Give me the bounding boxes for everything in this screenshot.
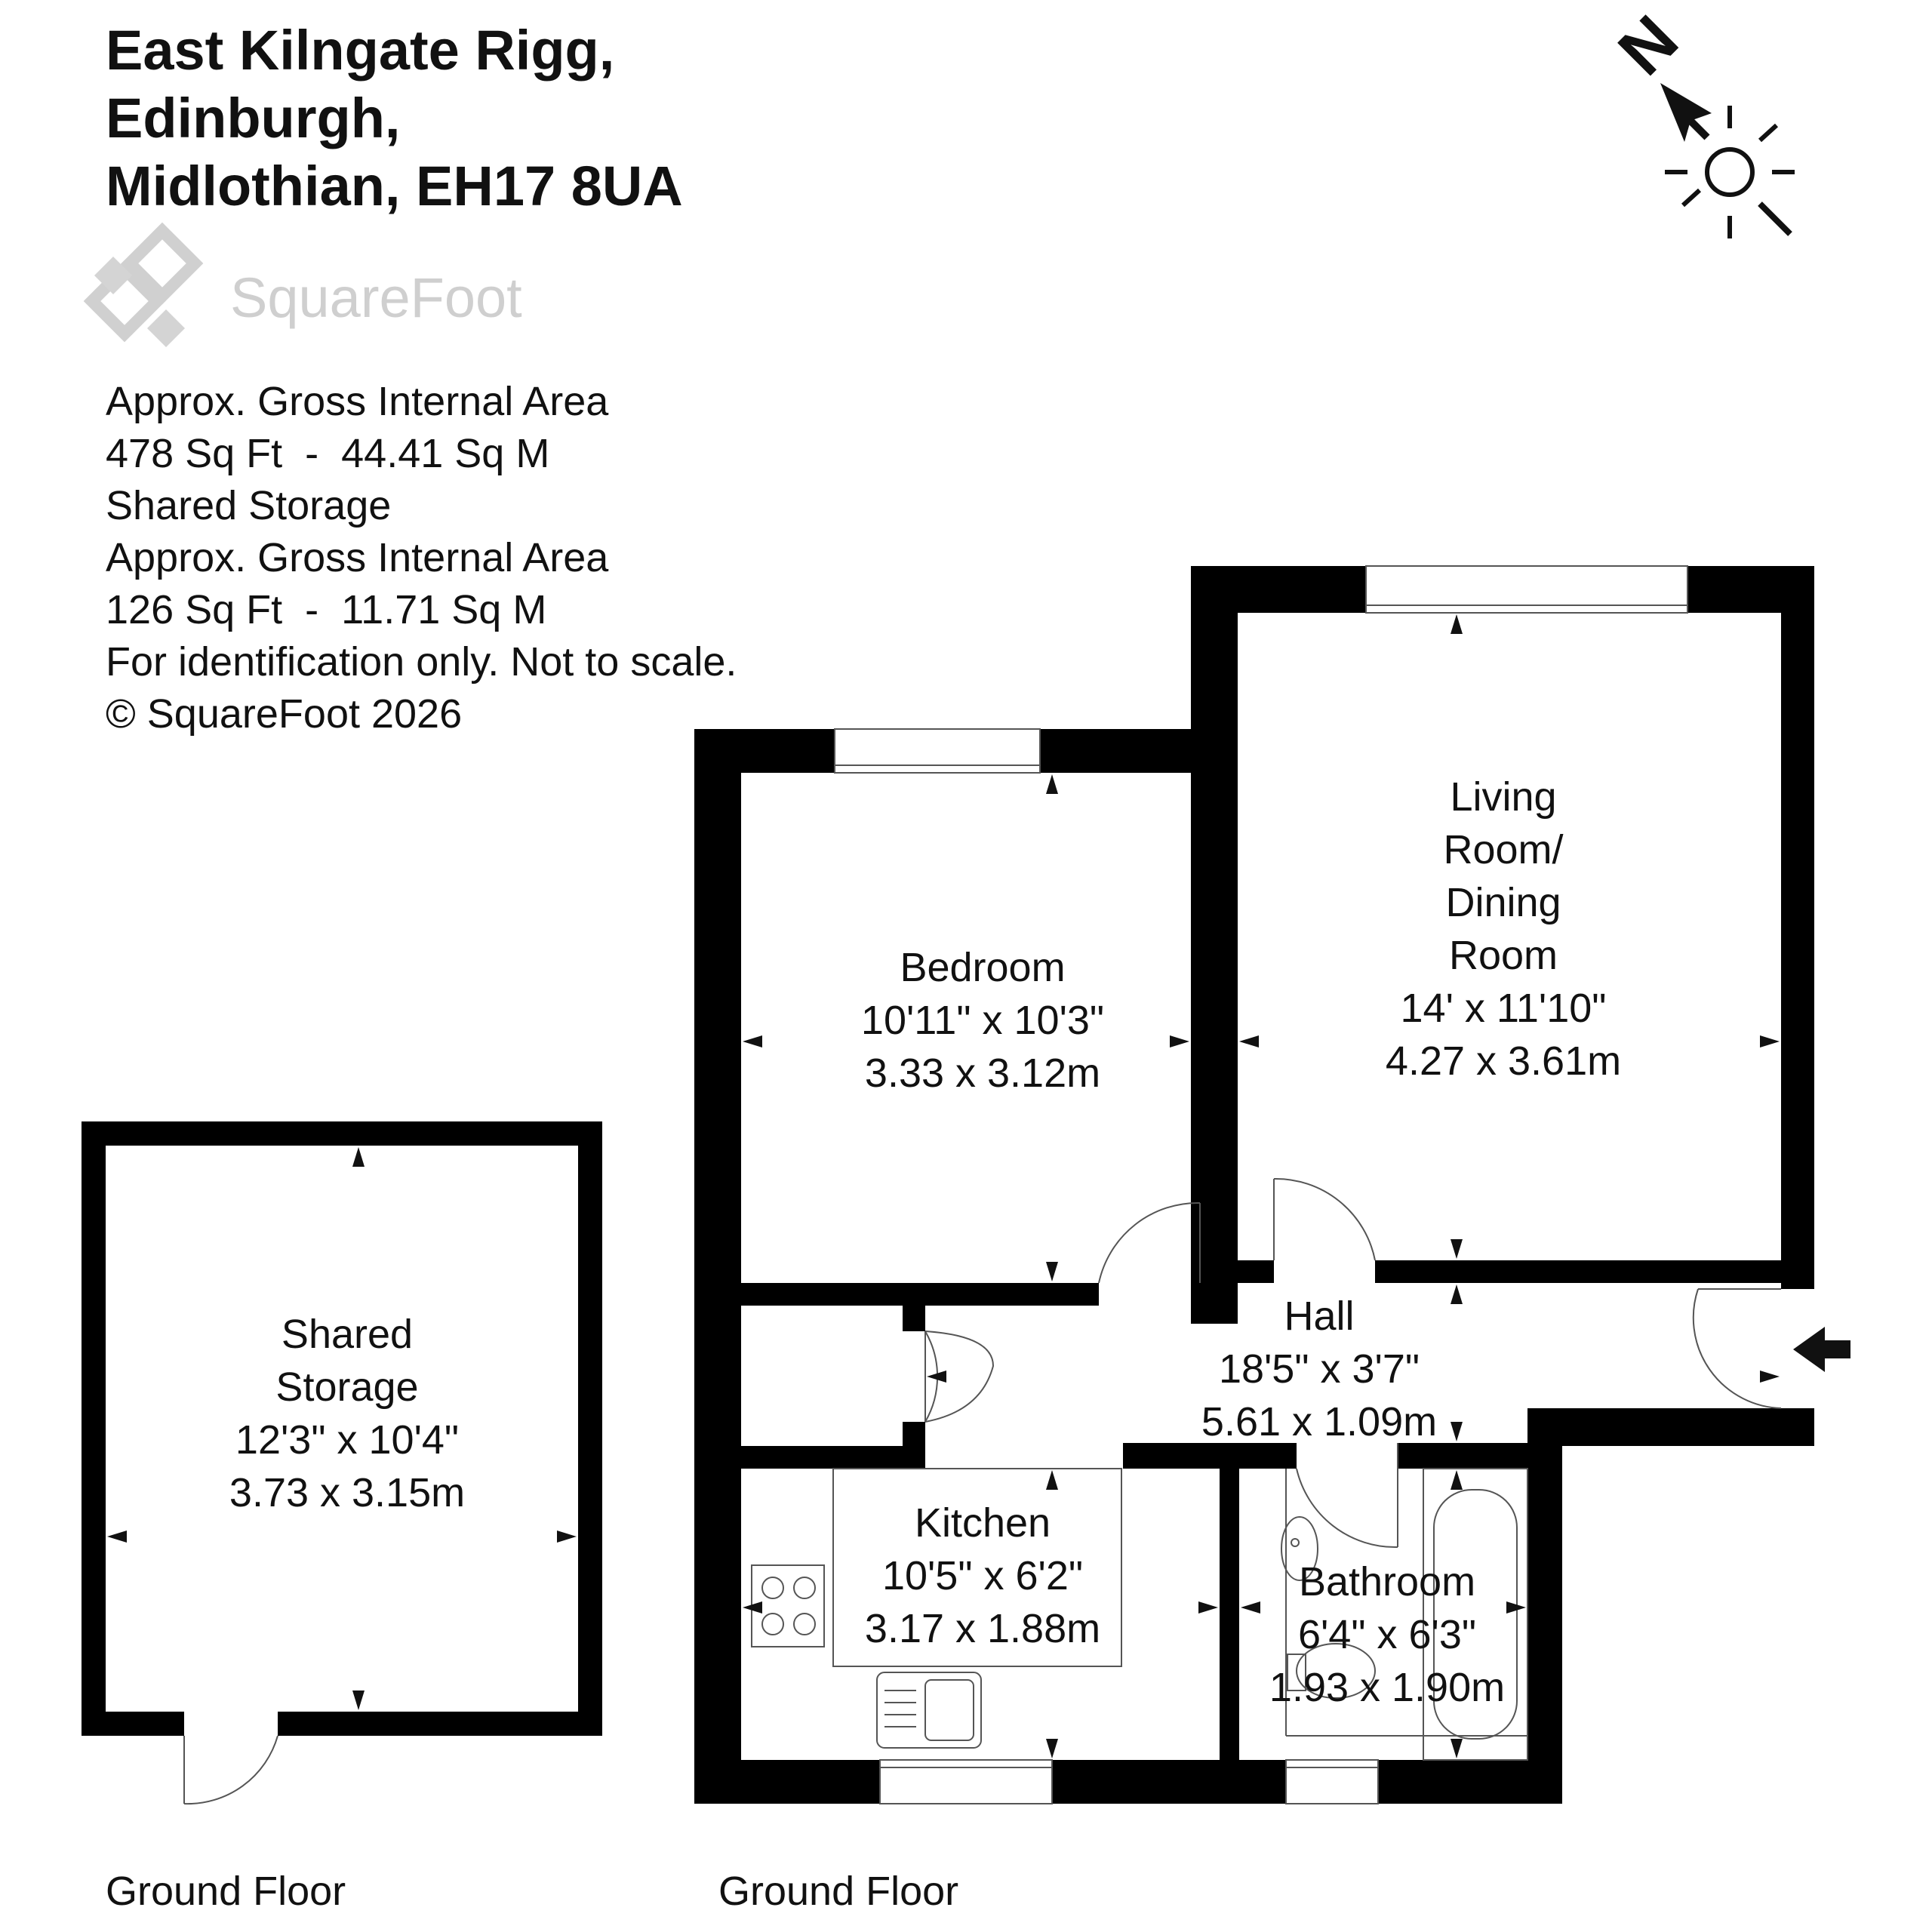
bedroom-door [1098, 1201, 1201, 1284]
storage-wall-top [82, 1121, 602, 1146]
storage-metric: 3.73 x 3.15m [229, 1470, 465, 1515]
storage-floor-label: Ground Floor [106, 1869, 346, 1914]
area-info-line-1: Approx. Gross Internal Area [106, 379, 609, 424]
bathroom-label: Bathroom 6'4" x 6'3" 1.93 x 1.90m [1269, 1559, 1505, 1710]
wall-cupboard-right-top [903, 1306, 925, 1331]
address-line-1: East Kilngate Rigg, [106, 19, 614, 82]
kitchen-imperial: 10'5" x 6'2" [882, 1553, 1083, 1598]
bedroom-imperial: 10'11" x 10'3" [861, 998, 1104, 1043]
wall-kitchen-bottom-right [1052, 1760, 1286, 1804]
bathtub-icon [1423, 1468, 1528, 1761]
wall-cupboard-right-bottom [903, 1422, 925, 1469]
wall-bedroom-bottom-stub [1204, 1283, 1238, 1306]
living-name-1: Living [1450, 774, 1556, 820]
main-flat-plan: Bedroom 10'11" x 10'3" 3.33 x 3.12m Livi… [694, 565, 1850, 1804]
storage-name-2: Storage [275, 1364, 418, 1410]
wall-bedroom-top-left [694, 729, 835, 773]
living-name-4: Room [1449, 933, 1558, 978]
area-info-line-3: Shared Storage [106, 483, 391, 528]
bathroom-imperial: 6'4" x 6'3" [1298, 1612, 1476, 1657]
bathroom-window [1285, 1759, 1379, 1804]
north-arrow-sun-icon [1660, 83, 1795, 238]
wall-bedroom-top-right [1040, 729, 1191, 773]
living-imperial: 14' x 11'10" [1401, 986, 1607, 1031]
basin-icon [1281, 1516, 1318, 1581]
storage-name-1: Shared [281, 1312, 413, 1357]
bedroom-label: Bedroom 10'11" x 10'3" 3.33 x 3.12m [861, 945, 1104, 1096]
wall-bathroom-east [1527, 1408, 1562, 1804]
wall-bathroom-bottom [1378, 1760, 1562, 1804]
kitchen-name: Kitchen [915, 1500, 1051, 1546]
area-info-line-7: © SquareFoot 2026 [106, 691, 462, 737]
entrance-arrow-icon [1793, 1327, 1850, 1372]
kitchen-worktop [832, 1468, 1122, 1667]
wall-living-bottom [1375, 1260, 1814, 1283]
hob-icon [751, 1564, 825, 1647]
storage-imperial: 12'3" x 10'4" [235, 1417, 459, 1463]
living-name-2: Room/ [1443, 827, 1563, 872]
kitchen-metric: 3.17 x 1.88m [865, 1606, 1100, 1651]
address-line-2: Edinburgh, [106, 87, 401, 149]
compass: N [1604, 2, 1795, 238]
wall-kitchen-top-right [1123, 1443, 1297, 1469]
storage-wall-left [82, 1121, 106, 1736]
living-door [1273, 1177, 1376, 1261]
wall-bedroom-bottom [740, 1283, 1099, 1306]
hall-label: Hall 18'5" x 3'7" 5.61 x 1.09m [1201, 1294, 1437, 1444]
address-block: East Kilngate Rigg, Edinburgh, Midlothia… [106, 19, 683, 217]
bedroom-metric: 3.33 x 3.12m [865, 1051, 1100, 1096]
bedroom-window [834, 728, 1041, 774]
squarefoot-logo: SquareFoot [83, 222, 522, 347]
kitchen-window [879, 1759, 1053, 1804]
squarefoot-diamond-logo-icon [83, 222, 204, 347]
bedroom-name: Bedroom [900, 945, 1065, 990]
storage-wall-bottom-left [82, 1712, 184, 1736]
wall-west [694, 729, 741, 1804]
main-floor-label: Ground Floor [718, 1869, 958, 1914]
wall-living-top-left [1191, 566, 1366, 613]
living-window [1365, 565, 1688, 614]
wall-hall-bottom-right [1527, 1408, 1814, 1446]
area-info-line-4: Approx. Gross Internal Area [106, 535, 609, 580]
kitchen-label: Kitchen 10'5" x 6'2" 3.17 x 1.88m [865, 1500, 1100, 1651]
wall-bedroom-living-divider [1191, 566, 1238, 1324]
area-info-line-2: 478 Sq Ft - 44.41 Sq M [106, 431, 549, 476]
shared-storage-plan: Shared Storage 12'3" x 10'4" 3.73 x 3.15… [82, 1121, 602, 1805]
hall-name: Hall [1284, 1294, 1354, 1339]
north-letter: N [1604, 2, 1693, 90]
bathroom-door [1296, 1443, 1398, 1549]
area-info-line-6: For identification only. Not to scale. [106, 639, 737, 685]
area-info-line-5: 126 Sq Ft - 11.71 Sq M [106, 587, 546, 632]
wall-east [1781, 566, 1814, 1289]
brand-name: SquareFoot [230, 266, 522, 329]
area-info: Approx. Gross Internal Area 478 Sq Ft - … [106, 379, 737, 737]
sink-icon [876, 1672, 982, 1749]
living-name-3: Dining [1445, 880, 1561, 925]
living-label: Living Room/ Dining Room 14' x 11'10" 4.… [1386, 774, 1621, 1084]
storage-door [183, 1735, 278, 1805]
wall-living-bottom-stub [1238, 1260, 1274, 1283]
entrance-door [1692, 1288, 1782, 1409]
wall-cupboard-bottom [740, 1446, 925, 1469]
hall-metric: 5.61 x 1.09m [1201, 1399, 1437, 1444]
wall-kitchen-bottom-left [694, 1760, 880, 1804]
bathroom-name: Bathroom [1299, 1559, 1475, 1604]
bathroom-metric: 1.93 x 1.90m [1269, 1665, 1505, 1710]
toilet-icon [1287, 1643, 1376, 1699]
storage-wall-right [578, 1121, 602, 1736]
wall-kitchen-bathroom-divider [1220, 1466, 1239, 1804]
living-metric: 4.27 x 3.61m [1386, 1038, 1621, 1084]
address-line-3: Midlothian, EH17 8UA [106, 155, 683, 217]
wall-bathroom-top-right [1398, 1443, 1527, 1469]
storage-wall-bottom-right [278, 1712, 602, 1736]
hall-imperial: 18'5" x 3'7" [1219, 1346, 1420, 1392]
